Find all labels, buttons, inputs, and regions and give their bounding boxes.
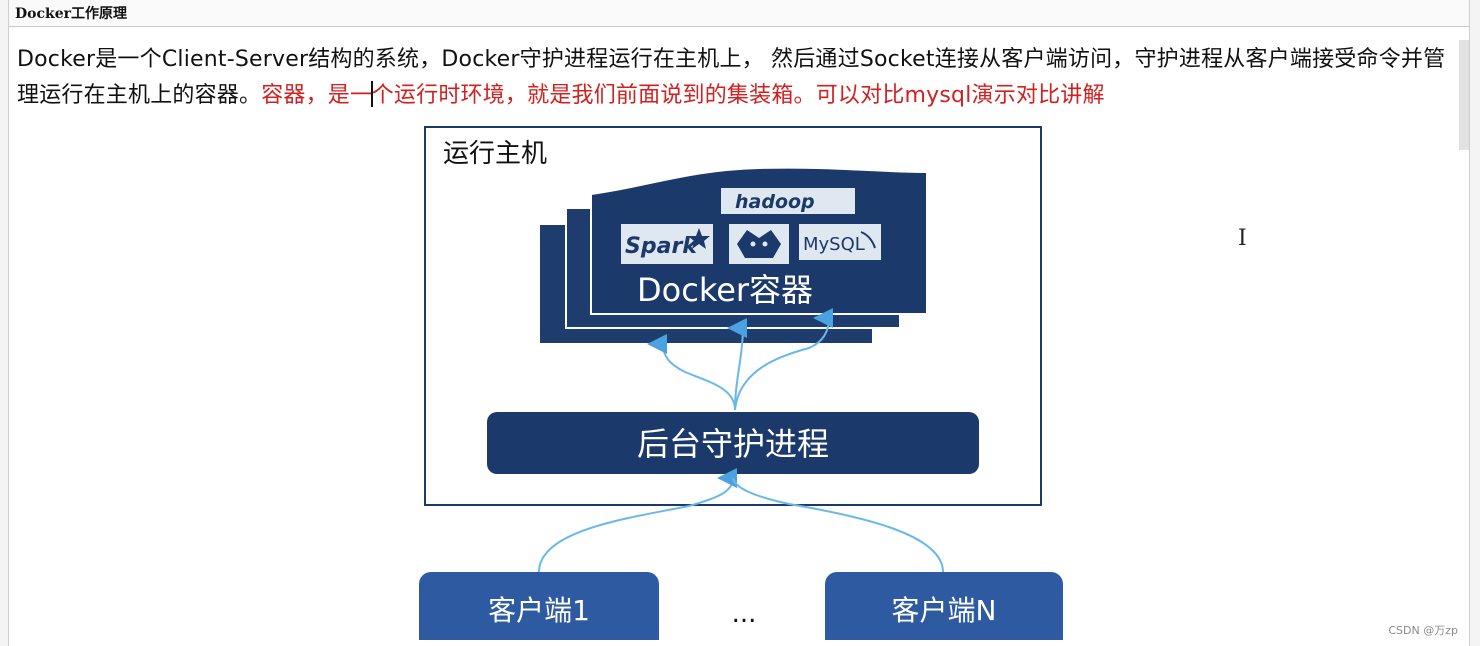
scrollbar[interactable] [1459,40,1469,150]
watermark-text: CSDN @万zp [1388,624,1458,637]
daemon-process-box [487,412,979,474]
spark-logo: Spark [621,224,713,264]
paragraph-black-text: Docker是一个Client-Server结构的系统，Docker守护进程运行… [17,47,1446,108]
host-machine-label: 运行主机 [443,139,547,169]
client-1-label: 客户端1 [488,594,590,627]
title-bar: Docker工作原理 [9,0,1469,27]
docker-architecture-diagram: 运行主机 hadoop Spark MySQL Docker容 [419,126,1063,640]
paragraph-red-text-end: 个运行时环境，就是我们前面说到的集装箱。可以对比mysql演示对比讲解 [371,83,1105,108]
paragraph-red-text-start: 容器，是一 [261,83,373,108]
daemon-to-container-arrows [647,308,834,411]
svg-text:MySQL: MySQL [803,234,865,255]
tomcat-logo [729,224,789,264]
hadoop-logo: hadoop [721,188,855,214]
page-title: Docker工作原理 [15,6,127,22]
client-n-label: 客户端N [892,594,997,627]
client-to-daemon-arrows [538,468,944,573]
docker-container-label: Docker容器 [637,271,813,309]
text-cursor-icon: I [1238,226,1247,251]
daemon-process-label: 后台守护进程 [637,425,829,463]
text-caret [371,81,373,107]
client-1-box [419,572,659,640]
client-n-box [825,572,1063,640]
mysql-logo: MySQL [799,224,881,260]
client-ellipsis: ... [732,599,757,629]
document-page: Docker工作原理 Docker是一个Client-Server结构的系统，D… [8,0,1470,646]
svg-text:hadoop: hadoop [735,191,815,213]
description-paragraph[interactable]: Docker是一个Client-Server结构的系统，Docker守护进程运行… [17,42,1457,114]
svg-text:Spark: Spark [625,234,698,259]
